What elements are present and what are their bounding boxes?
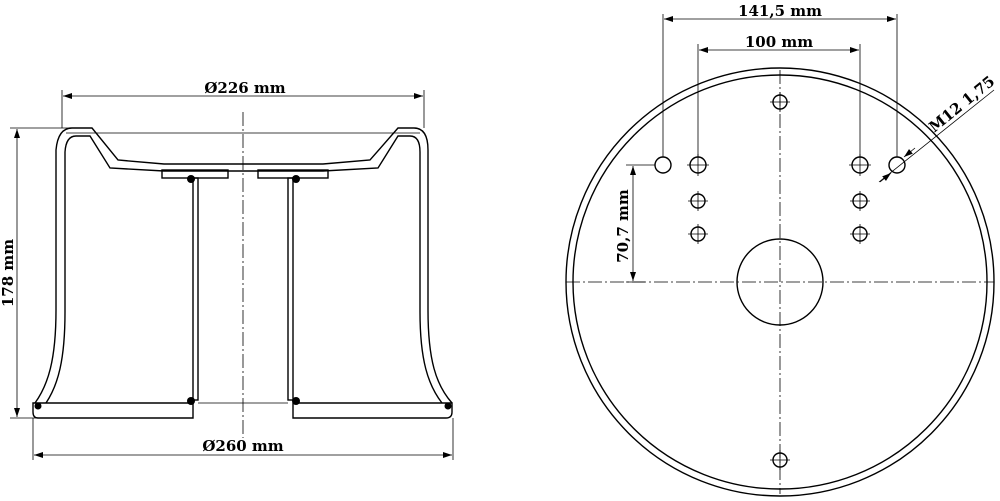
weld-dot (292, 397, 300, 405)
thread-arrow-out (903, 147, 916, 158)
base-plate-left (32, 402, 194, 419)
hole-bottom (770, 450, 790, 470)
top-diameter-label: Ø226 mm (204, 79, 285, 97)
thread-label: M12 1,75 (925, 72, 998, 136)
outer-spacing-label: 141,5 mm (738, 2, 822, 20)
drum-outer-profile (34, 127, 453, 404)
bottom-diameter-label: Ø260 mm (202, 437, 283, 455)
hole-outer-left (654, 156, 672, 174)
hole-top (770, 92, 790, 112)
drum-inner-profile (45, 135, 443, 404)
base-plate-right (292, 402, 453, 419)
tube-wall-right (287, 177, 294, 401)
hole-outer-right (888, 156, 906, 174)
top-view: 141,5 mm 100 mm 70,7 mm M12 1,75 (565, 2, 998, 497)
weld-dot (187, 397, 195, 405)
hole-inner-left-1 (687, 154, 709, 176)
hole-inner-right-3 (850, 224, 870, 244)
tube-wall-left (192, 177, 199, 401)
hole-inner-right-1 (849, 154, 871, 176)
inner-spacing-label: 100 mm (745, 33, 813, 51)
weld-dot (444, 402, 452, 410)
weld-dot (34, 402, 42, 410)
hole-inner-left-2 (688, 191, 708, 211)
hole-inner-right-2 (850, 191, 870, 211)
thread-arrow-in (879, 172, 892, 183)
hole-inner-left-3 (688, 224, 708, 244)
vertical-offset-label: 70,7 mm (614, 189, 632, 263)
side-view: Ø226 mm 178 mm Ø260 mm (0, 79, 454, 460)
thread-leader-line (878, 89, 995, 183)
height-label: 178 mm (0, 239, 17, 307)
weld-dot (292, 175, 300, 183)
weld-dot (187, 175, 195, 183)
